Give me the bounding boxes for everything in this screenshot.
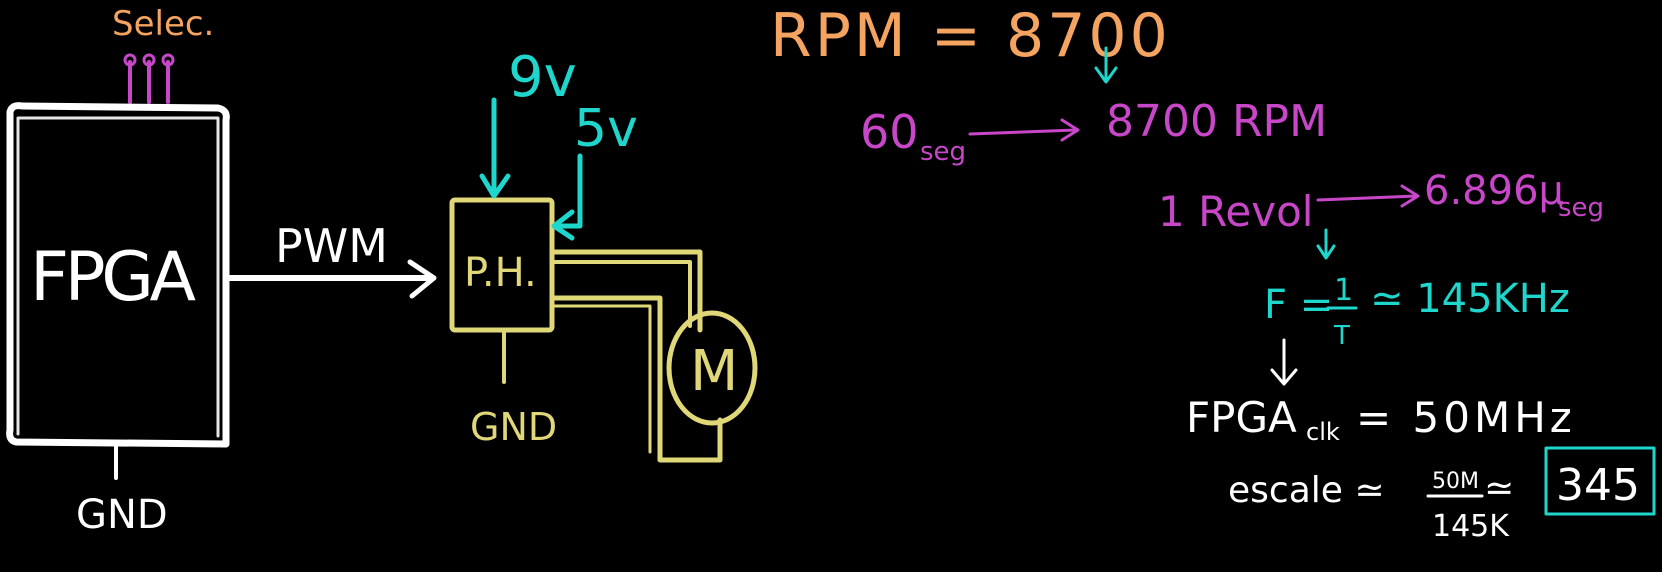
revolution-arrow: [1316, 184, 1420, 208]
h-bridge-box: [449, 197, 555, 333]
frequency-lhs: F =: [1264, 282, 1333, 328]
motor-label: M: [690, 339, 738, 404]
pwm-label: PWM: [275, 219, 388, 273]
motor: M: [666, 310, 758, 426]
frequency-result: ≃ 145KHz: [1370, 276, 1570, 322]
revolution-time-unit: seg: [1558, 193, 1604, 223]
frequency-denominator: T: [1333, 321, 1350, 351]
rpm-down-arrow: [1094, 46, 1118, 84]
time-to-rpm-arrow: [968, 118, 1080, 142]
fpga-block: Selec. FPGA GND: [6, 4, 230, 538]
scale-label: escale ≃: [1228, 470, 1385, 511]
h-bridge-label: P.H.: [464, 250, 537, 296]
rpm-equation: RPM = 8700: [770, 1, 1171, 71]
scale-numerator: 50M: [1432, 469, 1479, 494]
motor-wires: [551, 249, 723, 463]
supply-9v-label: 9v: [508, 45, 577, 110]
clock-subscript: clk: [1306, 418, 1340, 446]
clock-prefix: FPGA: [1186, 393, 1297, 442]
scale-result: 345: [1556, 460, 1640, 511]
motor-circle: [666, 310, 758, 426]
pwm-arrow: [225, 259, 437, 299]
scale-approx: ≃: [1484, 468, 1514, 509]
scale-denominator: 145K: [1432, 509, 1510, 544]
fpga-label: FPGA: [30, 238, 196, 317]
time-left-unit: seg: [920, 137, 966, 167]
clock-value: = 50MHz: [1356, 393, 1576, 442]
scale-result-box: [1544, 446, 1656, 516]
supply-5v-label: 5v: [574, 99, 638, 159]
rpm-right-value: 8700 RPM: [1106, 96, 1327, 147]
h-bridge-gnd-label: GND: [470, 405, 557, 449]
revolution-time-value: 6.896µ: [1424, 168, 1564, 214]
revolution-label: 1 Revol: [1158, 187, 1313, 236]
revolution-down-arrow: [1316, 228, 1336, 260]
frequency-down-arrow: [1270, 338, 1298, 386]
h-bridge-block: P.H. GND: [449, 197, 557, 449]
fpga-box-outline: [6, 102, 230, 448]
fpga-select-label: Selec.: [112, 4, 214, 44]
frequency-numerator: 1: [1334, 273, 1353, 308]
selector-pins: [123, 53, 175, 104]
supply-9v-arrow: [479, 97, 511, 199]
fpga-gnd-label: GND: [76, 492, 168, 538]
supply-5v-arrow: [551, 153, 583, 241]
time-left-value: 60: [860, 105, 919, 159]
